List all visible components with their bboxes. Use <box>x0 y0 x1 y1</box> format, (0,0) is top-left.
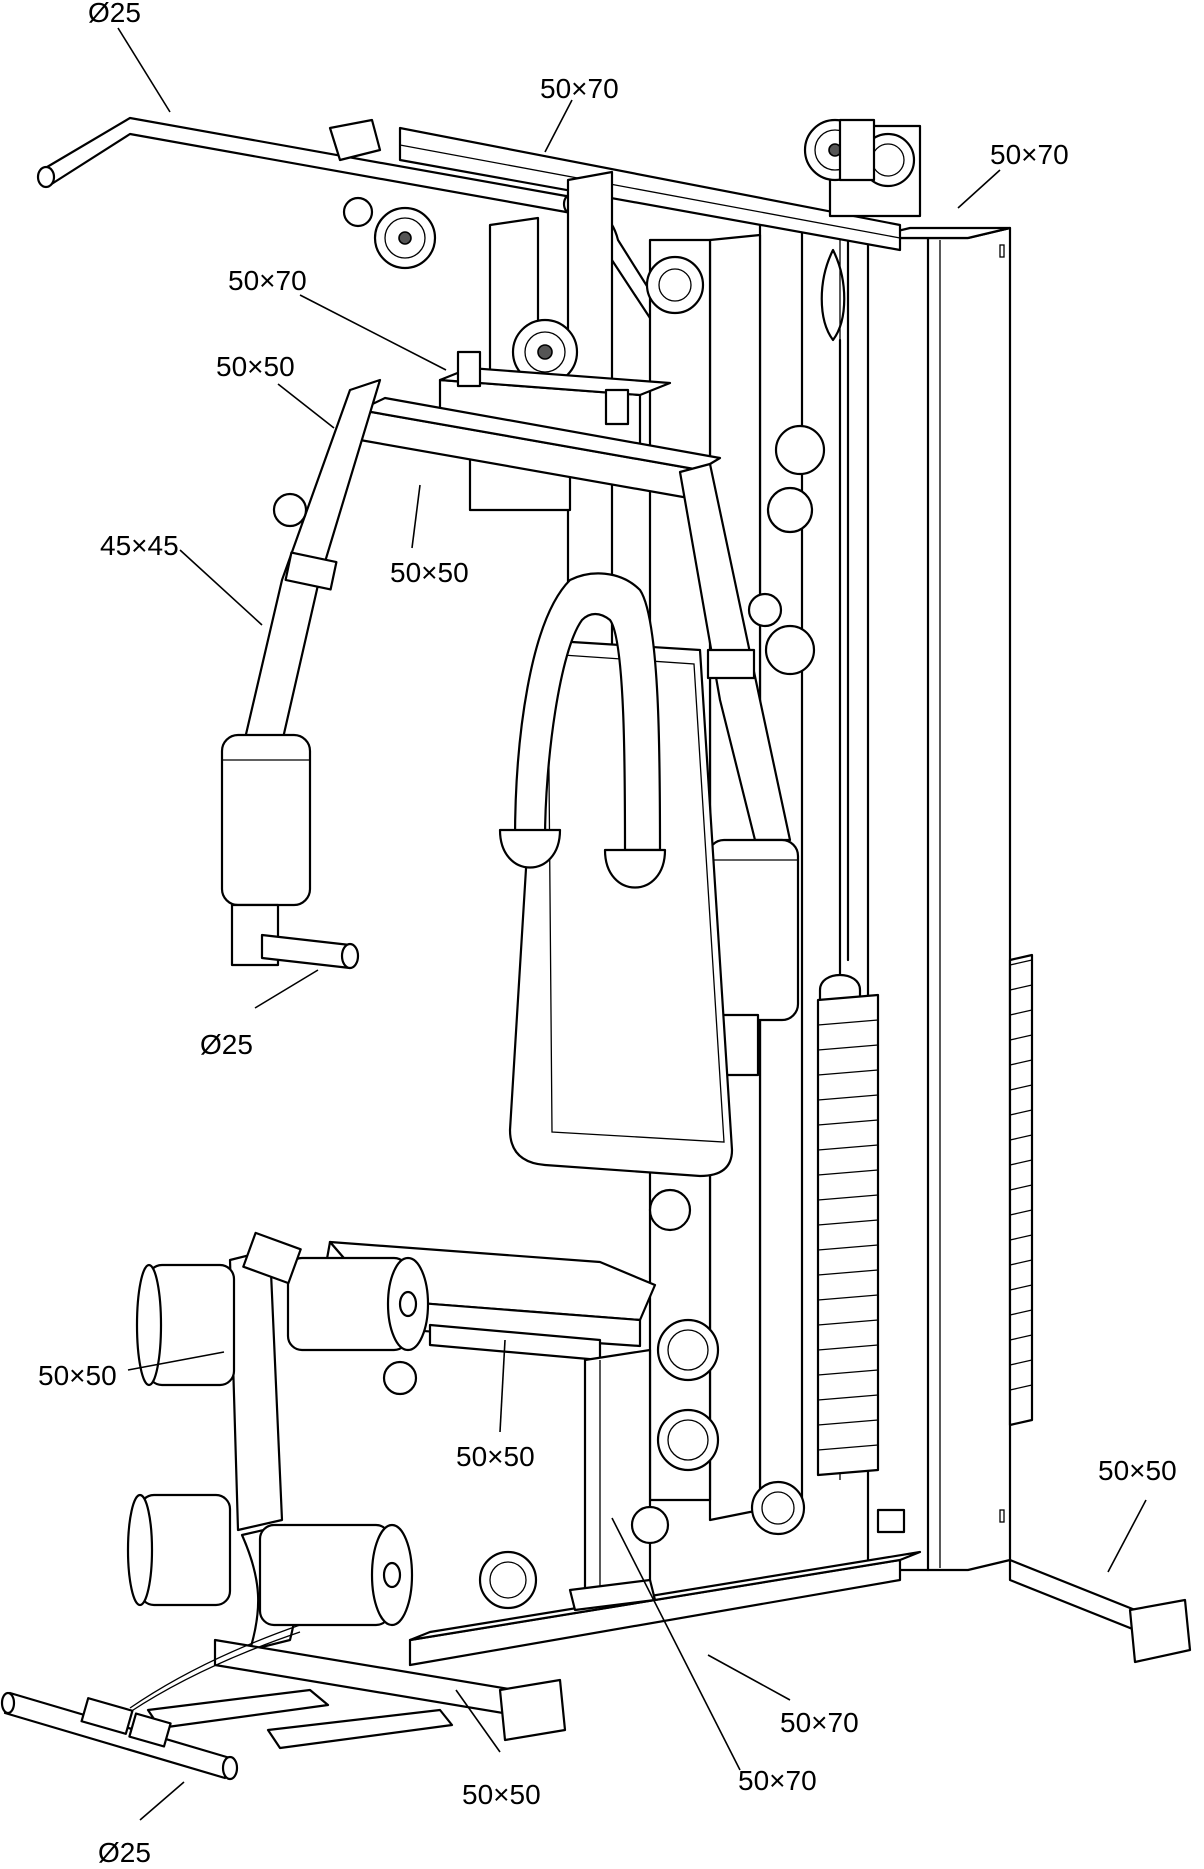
label-rear-base: 50×50 <box>1098 1455 1177 1486</box>
weight-plate-edge <box>817 1294 879 1301</box>
weight-plate-edge <box>817 1069 879 1076</box>
label-front-base: 50×50 <box>462 1779 541 1810</box>
rear-plate-edge <box>1009 959 1033 966</box>
dimension-labels: Ø25 50×70 50×70 50×70 50×50 50×50 45×45 … <box>38 0 1177 1868</box>
label-leg-frame: 50×50 <box>38 1360 117 1391</box>
label-seat-support: 50×50 <box>456 1441 535 1472</box>
weight-plate-edge <box>817 1019 879 1026</box>
rear-plate-edge <box>1009 1284 1033 1291</box>
leg-frame <box>126 1231 430 1652</box>
label-base-rail: 50×70 <box>780 1707 859 1738</box>
back-pad <box>498 572 734 1178</box>
weight-stack <box>758 218 1034 1502</box>
weight-plate-edge <box>817 1219 879 1226</box>
label-press-arm-upper: 50×50 <box>216 351 295 382</box>
label-top-bar-diameter: Ø25 <box>88 0 141 28</box>
rear-plate-edge <box>1009 1059 1033 1066</box>
weight-plate-edge <box>817 1119 879 1126</box>
rear-plate-edge <box>1009 1259 1033 1266</box>
rear-plate-edge <box>1009 1084 1033 1091</box>
weight-plate-edge <box>817 1394 879 1401</box>
label-press-arm-lower: 45×45 <box>100 530 179 561</box>
rear-plate-edge <box>1009 1134 1033 1141</box>
leaders <box>117 27 1147 1821</box>
label-press-handle: Ø25 <box>200 1029 253 1060</box>
rear-plate-edge <box>1009 1109 1033 1116</box>
weight-plate-edge <box>817 1369 879 1376</box>
rear-plate-edge <box>1009 1159 1033 1166</box>
weight-plate-edge <box>817 1094 879 1101</box>
label-press-crossbar: 50×50 <box>390 557 469 588</box>
top-pulleys <box>328 118 916 270</box>
weight-plate-edge <box>817 1269 879 1276</box>
rear-plate-edge <box>1009 1359 1033 1366</box>
weight-plate-edge <box>817 1169 879 1176</box>
label-top-beam: 50×70 <box>540 73 619 104</box>
weight-plate-edge <box>817 1419 879 1426</box>
weight-plate-edge <box>817 994 879 1001</box>
weight-plate-edge <box>817 1044 879 1051</box>
weight-plate-edge <box>817 1344 879 1351</box>
rear-plate-edge <box>1009 984 1033 991</box>
rear-plate-edge <box>1009 1209 1033 1216</box>
label-ankle-bar: Ø25 <box>98 1837 151 1868</box>
weight-plate-edge <box>817 1319 879 1326</box>
weight-plate-edge <box>817 1144 879 1151</box>
weight-plate-edge <box>817 1244 879 1251</box>
rear-plate-edge <box>1009 1184 1033 1191</box>
rear-plate-edge <box>1009 1309 1033 1316</box>
label-press-head: 50×70 <box>228 265 307 296</box>
main-upright <box>866 226 1012 1572</box>
rear-plate-edge <box>1009 1234 1033 1241</box>
weight-plate-edge <box>817 1194 879 1201</box>
rear-plate-edge <box>1009 1334 1033 1341</box>
left-press-arm <box>220 378 382 970</box>
label-seat-post: 50×70 <box>738 1765 817 1796</box>
base <box>213 1550 1192 1742</box>
rear-plate-edge <box>1009 1384 1033 1391</box>
label-upright-top: 50×70 <box>990 139 1069 170</box>
rear-plate-edge <box>1009 1009 1033 1016</box>
weight-plate-edge <box>817 1444 879 1451</box>
right-press-arm <box>648 462 800 1077</box>
seat-post <box>478 1318 806 1612</box>
rear-plate-edge <box>1009 1034 1033 1041</box>
ankle-bar <box>0 1691 239 1781</box>
